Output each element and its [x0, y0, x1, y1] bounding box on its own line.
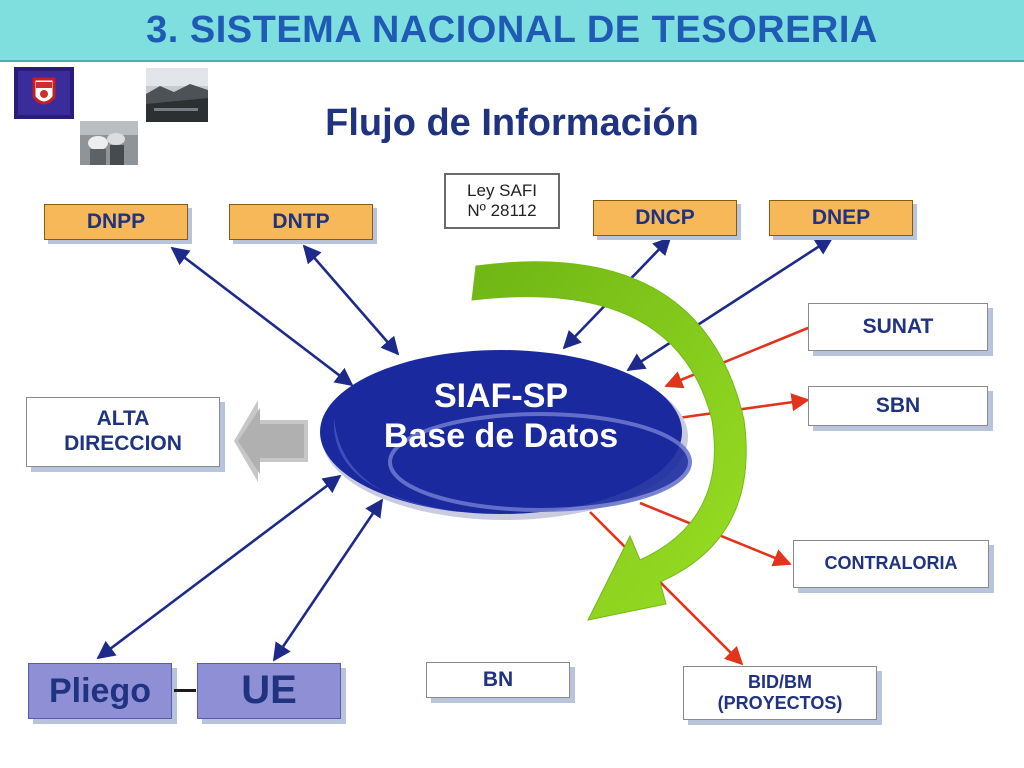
node-bn: BN — [426, 662, 570, 698]
peru-coat-of-arms-icon — [14, 67, 74, 119]
node-contraloria-label: CONTRALORIA — [824, 553, 958, 574]
node-dncp: DNCP — [593, 200, 737, 236]
connector-dnpp-siaf — [170, 246, 354, 387]
connector-dntp-siaf — [302, 244, 400, 356]
page-title: 3. SISTEMA NACIONAL DE TESORERIA — [146, 8, 878, 51]
node-dntp: DNTP — [229, 204, 373, 240]
siaf-title: SIAF-SP — [433, 376, 569, 415]
node-dnpp-label: DNPP — [86, 209, 146, 233]
node-bid-bm: BID/BM (PROYECTOS) — [683, 666, 877, 720]
siaf-center-label: SIAF-SP Base de Datos — [340, 368, 662, 464]
law-note-line1: Ley SAFI — [467, 180, 537, 200]
node-bn-label: BN — [482, 667, 514, 691]
node-dntp-label: DNTP — [272, 209, 330, 233]
connector-siaf-sbn — [677, 393, 810, 420]
connector-sunat-siaf — [664, 313, 827, 389]
workers-photo-icon — [80, 121, 138, 165]
node-sbn-label: SBN — [875, 393, 921, 417]
node-bid-bm-line2: (PROYECTOS) — [717, 693, 843, 713]
connector-dnep-siaf — [626, 236, 834, 372]
connector-ue-siaf — [272, 498, 384, 662]
law-note-line2: Nº 28112 — [467, 201, 537, 220]
node-pliego: Pliego — [28, 663, 172, 719]
node-dncp-label: DNCP — [635, 205, 695, 229]
node-ue-label: UE — [241, 668, 297, 713]
node-dnpp: DNPP — [44, 204, 188, 240]
node-contraloria: CONTRALORIA — [793, 540, 989, 588]
siaf-subtitle: Base de Datos — [383, 417, 619, 455]
node-dnep: DNEP — [769, 200, 913, 236]
pliego-ue-link — [174, 689, 196, 692]
node-pliego-label: Pliego — [48, 671, 152, 710]
connector-siaf-bid — [589, 511, 744, 666]
law-note-box: Ley SAFI Nº 28112 — [444, 173, 560, 229]
node-sbn: SBN — [808, 386, 988, 426]
node-alta-direccion: ALTA DIRECCION — [26, 397, 220, 467]
header-bar: 3. SISTEMA NACIONAL DE TESORERIA — [0, 0, 1024, 62]
node-alta-direccion-line2: DIRECCION — [64, 432, 182, 455]
node-sunat-label: SUNAT — [862, 314, 934, 338]
node-bid-bm-line1: BID/BM — [748, 671, 812, 692]
node-sunat: SUNAT — [808, 303, 988, 351]
flow-left-arrow-icon — [234, 400, 308, 482]
connector-pliego-siaf — [96, 474, 342, 660]
landscape-photo-icon — [146, 68, 208, 122]
diagram-subtitle: Flujo de Información — [325, 102, 699, 144]
node-dnep-label: DNEP — [811, 205, 871, 229]
node-alta-direccion-line1: ALTA — [96, 407, 150, 431]
siaf-database-ellipse — [320, 350, 692, 520]
flow-green-arrow — [471, 261, 747, 621]
node-ue: UE — [197, 663, 341, 719]
